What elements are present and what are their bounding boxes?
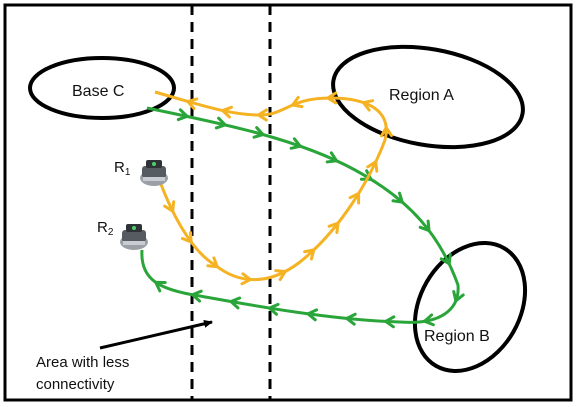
green-path-direction-arrow-icon bbox=[252, 126, 265, 139]
green-path-direction-arrow-icon bbox=[325, 151, 339, 164]
label-r2: R2 bbox=[97, 219, 114, 238]
pointer-arrow-icon bbox=[99, 319, 213, 350]
green-path-direction-arrow-icon bbox=[306, 308, 319, 322]
robot-r2 bbox=[120, 224, 148, 250]
label-region-b: Region B bbox=[424, 328, 490, 345]
yellow-path-direction-arrow-icon bbox=[361, 99, 375, 112]
green-path-direction-arrow-icon bbox=[154, 280, 167, 293]
green-path-direction-arrow-icon bbox=[176, 108, 189, 122]
area-note-line1: Area with less bbox=[36, 354, 129, 371]
yellow-path-direction-arrow-icon bbox=[256, 108, 268, 122]
green-path-direction-arrow-icon bbox=[345, 312, 357, 326]
label-region-a: Region A bbox=[389, 87, 454, 104]
yellow-path-direction-arrow-icon bbox=[163, 200, 176, 213]
label-r2-sub: 2 bbox=[108, 227, 114, 238]
yellow-path-direction-arrow-icon bbox=[180, 231, 193, 244]
yellow-path-direction-arrow-icon bbox=[274, 269, 287, 282]
label-r1-main: R bbox=[114, 159, 125, 176]
region-a-ellipse bbox=[331, 44, 525, 150]
green-path-direction-arrow-icon bbox=[359, 169, 373, 181]
green-path-direction-arrow-icon bbox=[391, 191, 404, 204]
yellow-path-direction-arrow-icon bbox=[303, 248, 316, 261]
green-path-direction-arrow-icon bbox=[384, 315, 396, 329]
yellow-path-group bbox=[154, 90, 393, 286]
robot-r1 bbox=[140, 160, 168, 186]
green-path-direction-arrow-icon bbox=[423, 313, 435, 327]
yellow-path-direction-arrow-icon bbox=[366, 160, 379, 173]
green-path-direction-arrow-icon bbox=[418, 219, 431, 233]
label-base-c: Base C bbox=[72, 83, 124, 100]
yellow-path-direction-arrow-icon bbox=[186, 97, 199, 111]
yellow-path-direction-arrow-icon bbox=[348, 192, 361, 205]
green-path-direction-arrow-icon bbox=[229, 296, 242, 310]
base-c-ellipse bbox=[28, 56, 176, 120]
label-r1-sub: 1 bbox=[125, 167, 131, 178]
yellow-path-direction-arrow-icon bbox=[326, 91, 338, 105]
yellow-path-direction-arrow-icon bbox=[221, 105, 233, 119]
green-path-direction-arrow-icon bbox=[439, 252, 452, 266]
yellow-path-direction-arrow-icon bbox=[291, 95, 304, 109]
robot-icon bbox=[120, 224, 148, 250]
region-b-ellipse bbox=[412, 241, 528, 373]
green-path-direction-arrow-icon bbox=[190, 289, 203, 303]
yellow-path-direction-arrow-icon bbox=[206, 256, 219, 269]
green-path-direction-arrow-icon bbox=[289, 137, 302, 150]
robot-icon bbox=[140, 160, 168, 186]
green-path-direction-arrow-icon bbox=[214, 116, 227, 130]
green-path-group bbox=[140, 106, 465, 329]
yellow-path-direction-arrow-icon bbox=[240, 272, 252, 286]
area-note-line2: connectivity bbox=[36, 376, 115, 393]
green-path-direction-arrow-icon bbox=[452, 290, 465, 303]
green-path bbox=[140, 106, 460, 324]
yellow-path-direction-arrow-icon bbox=[327, 221, 340, 235]
label-r2-main: R bbox=[97, 219, 108, 236]
yellow-path-direction-arrow-icon bbox=[379, 126, 393, 138]
label-r1: R1 bbox=[114, 159, 131, 178]
green-path-direction-arrow-icon bbox=[267, 302, 280, 316]
diagram-border bbox=[3, 3, 573, 402]
